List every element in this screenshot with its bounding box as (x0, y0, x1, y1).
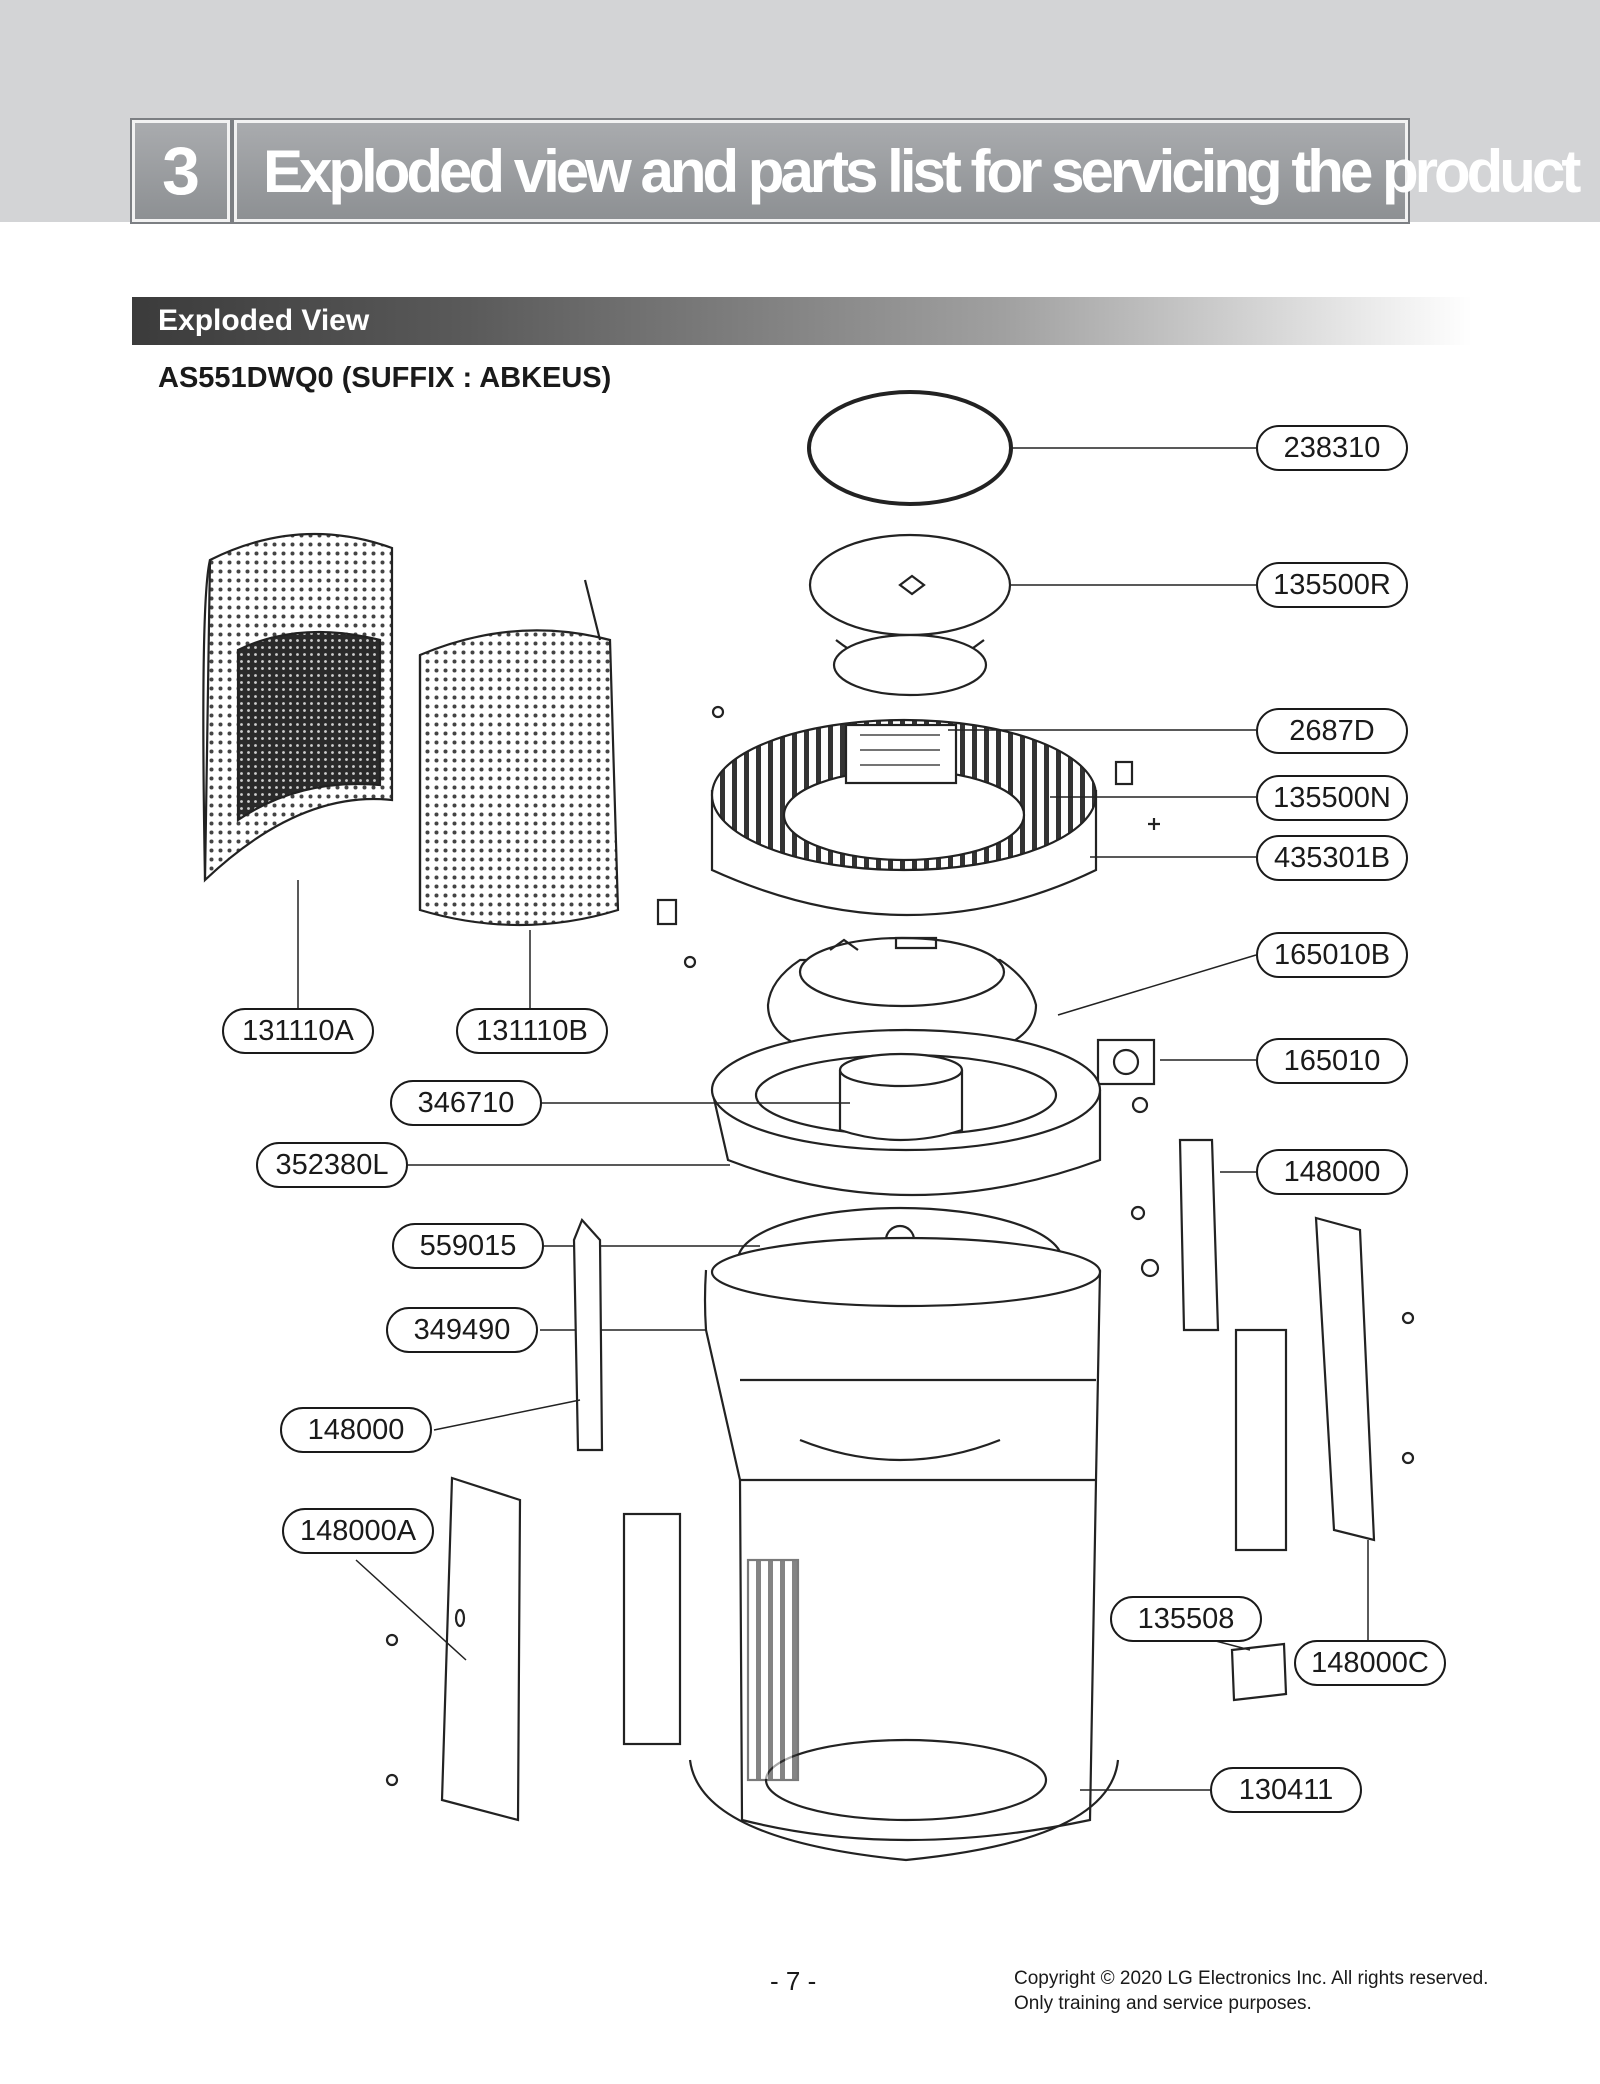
callout-148000-left: 148000 (280, 1407, 432, 1453)
callout-148000-right: 148000 (1256, 1149, 1408, 1195)
part-148000-right-strip (1178, 1138, 1256, 1332)
part-165010-sensor (1096, 1038, 1256, 1114)
callout-135500R: 135500R (1256, 562, 1408, 608)
callout-349490: 349490 (386, 1307, 538, 1353)
section-title: Exploded View (132, 297, 1472, 345)
part-148000A-panel (355, 1476, 522, 1822)
part-135500R-top-cover (808, 533, 1256, 697)
model-label: AS551DWQ0 (SUFFIX : ABKEUS) (158, 362, 612, 394)
callout-435301B: 435301B (1256, 835, 1408, 881)
callout-135508: 135508 (1110, 1596, 1262, 1642)
callout-135500N: 135500N (1256, 775, 1408, 821)
part-131110B-right-grille (418, 579, 620, 1010)
part-131110A-left-grille (202, 532, 394, 1010)
callout-130411: 130411 (1210, 1767, 1362, 1813)
callout-346710: 346710 (390, 1080, 542, 1126)
callout-352380L: 352380L (256, 1142, 408, 1188)
part-435301B-upper-body (710, 718, 1256, 916)
part-352380L-motor-housing (408, 1028, 1102, 1197)
callout-148000A: 148000A (282, 1508, 434, 1554)
callout-2687D: 2687D (1256, 708, 1408, 754)
callout-165010B: 165010B (1256, 932, 1408, 978)
callout-131110A: 131110A (222, 1008, 374, 1054)
callout-165010: 165010 (1256, 1038, 1408, 1084)
callout-559015: 559015 (392, 1223, 544, 1269)
chapter-number: 3 (132, 120, 230, 222)
callout-131110B: 131110B (456, 1008, 608, 1054)
copyright-line-1: Copyright © 2020 LG Electronics Inc. All… (1014, 1968, 1489, 1989)
copyright-line-2: Only training and service purposes. (1014, 1993, 1312, 2014)
callout-238310: 238310 (1256, 425, 1408, 471)
callout-148000C: 148000C (1294, 1640, 1446, 1686)
page-number: - 7 - (770, 1966, 817, 1996)
chapter-title: Exploded view and parts list for servici… (234, 120, 1581, 222)
part-130411-base-body (540, 1236, 1210, 1862)
part-238310-gasket (807, 390, 1256, 506)
copyright: Copyright © 2020 LG Electronics Inc. All… (1014, 1966, 1488, 2016)
part-135508-small-cover (1211, 1639, 1288, 1702)
part-148000-left-strip (433, 1217, 604, 1452)
